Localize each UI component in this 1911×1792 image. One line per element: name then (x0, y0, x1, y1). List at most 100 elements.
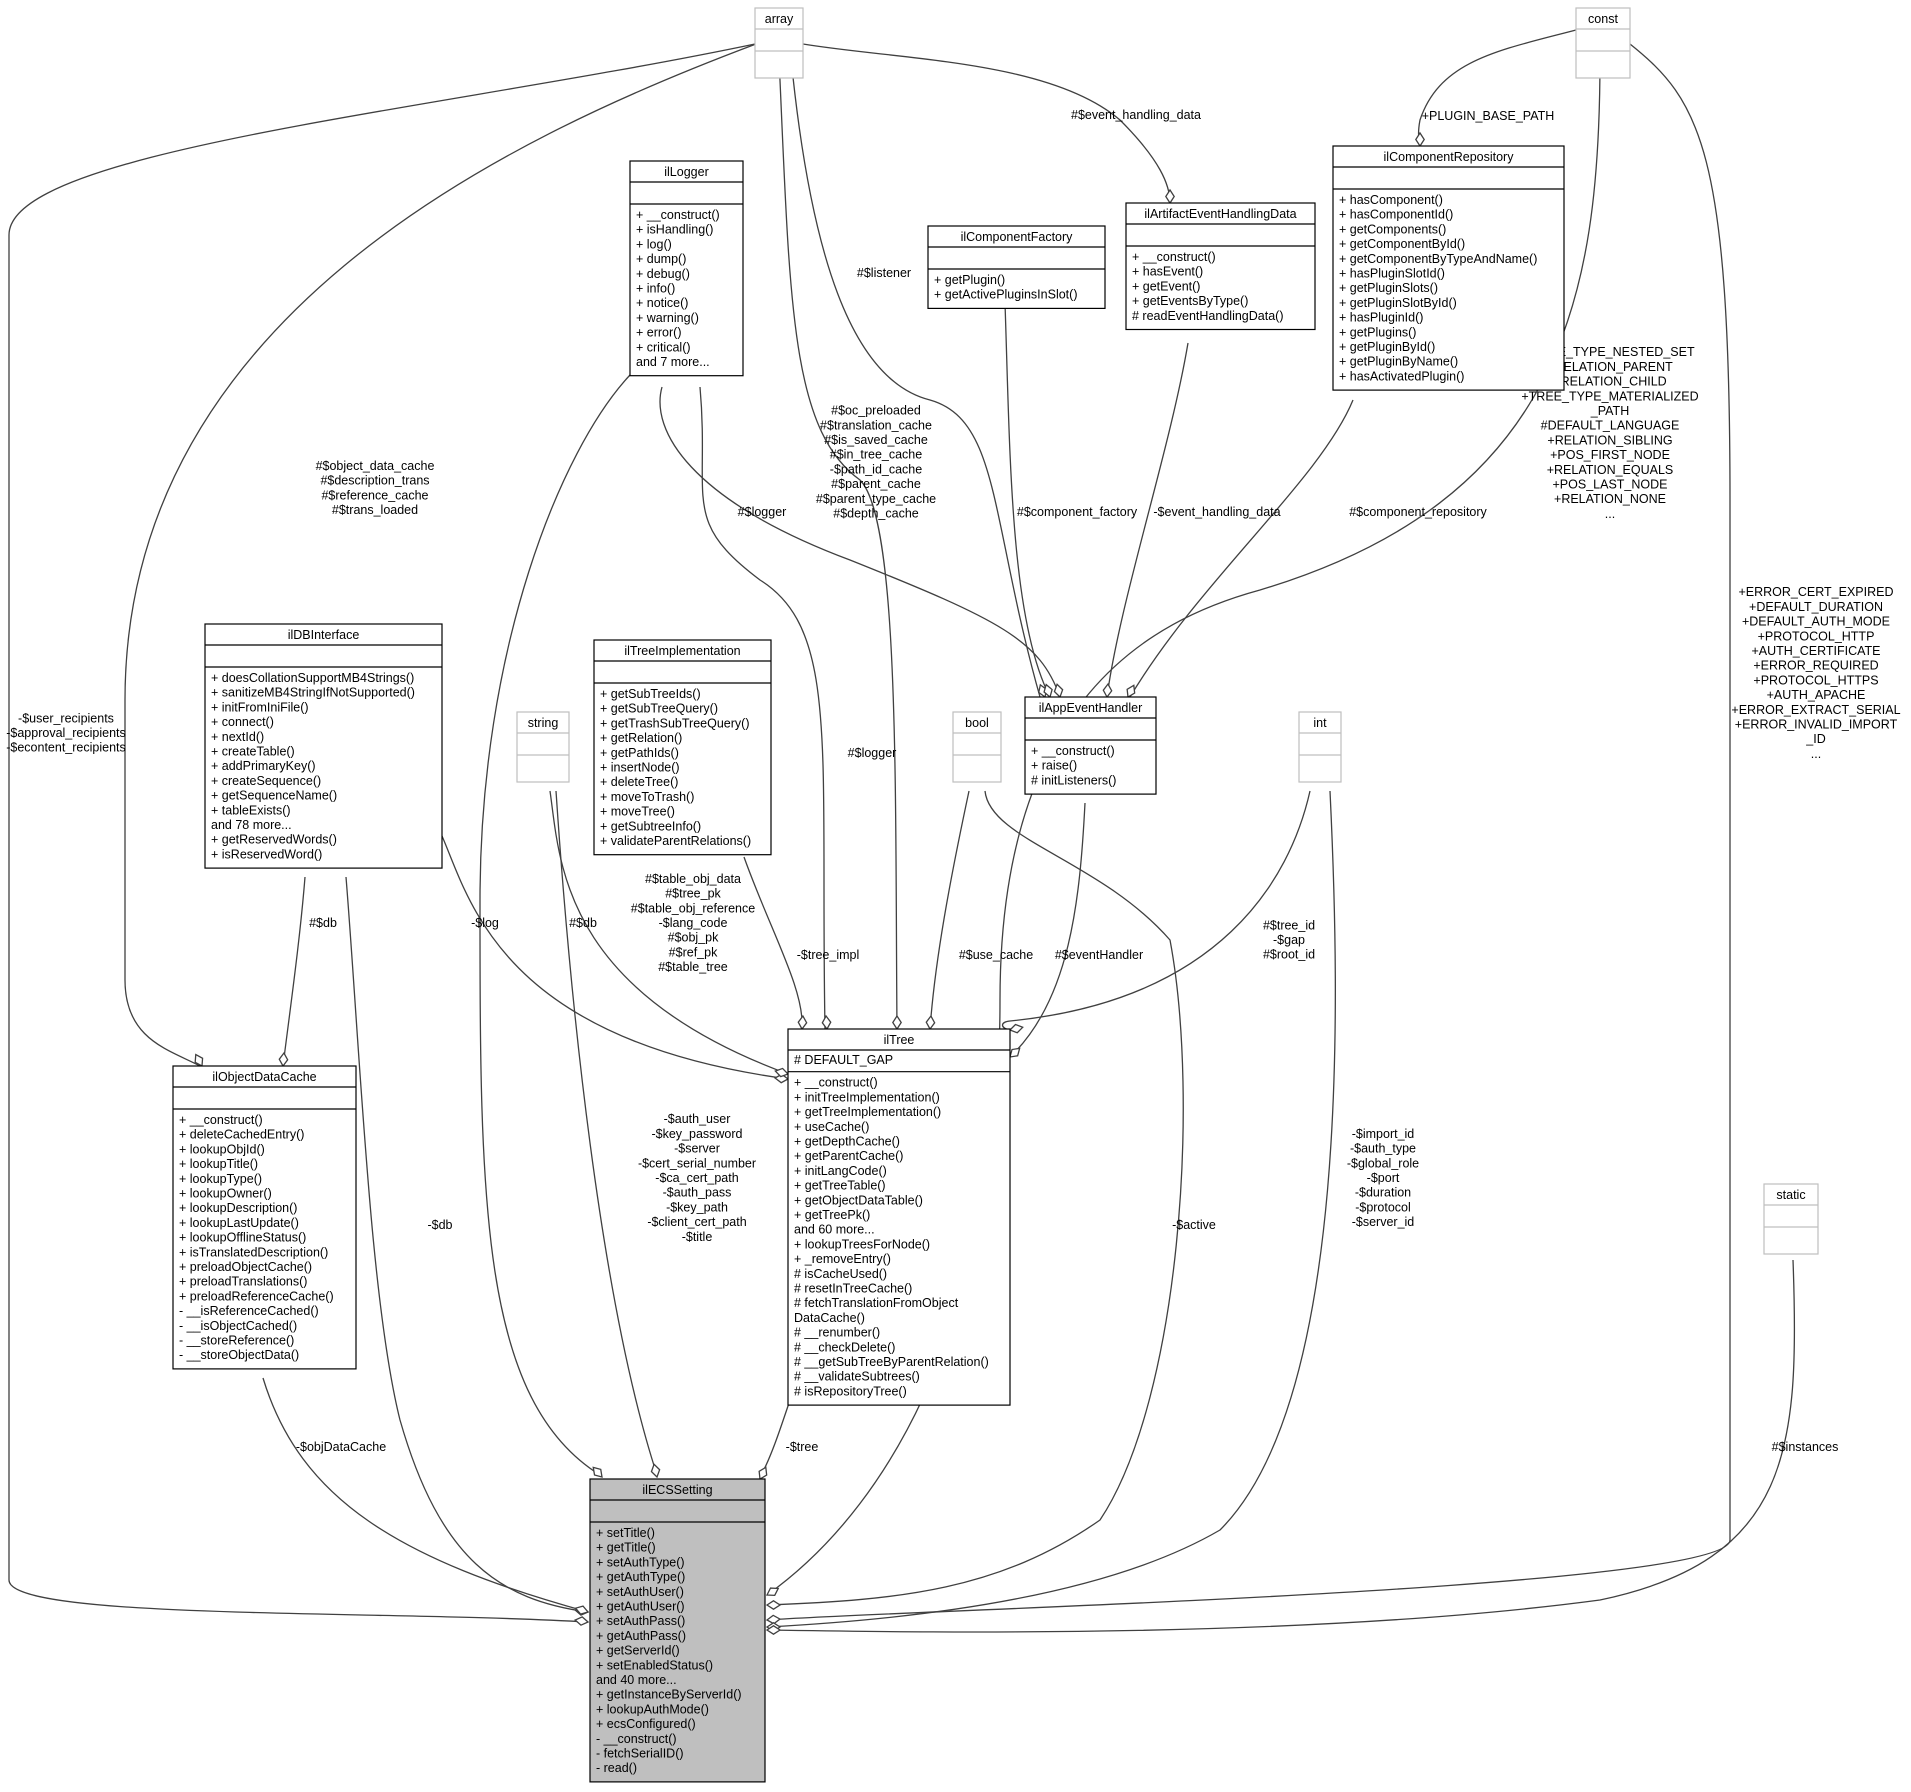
association-line (759, 1399, 791, 1478)
class-method: + notice() (636, 296, 688, 310)
edge-label-line: +TREE_TYPE_NESTED_SET (1525, 345, 1695, 359)
class-method: + tableExists() (211, 803, 291, 817)
edge-label-line: #$logger (848, 746, 897, 760)
association-line (124, 43, 757, 1067)
class-method: + preloadReferenceCache() (179, 1289, 334, 1303)
edge-label-line: #$parent_cache (831, 477, 921, 491)
association-line (778, 57, 898, 1030)
edge-label-line: #$is_saved_cache (824, 433, 928, 447)
class-frame (1332, 145, 1565, 391)
class-method: + getTitle() (596, 1541, 656, 1555)
class-method: + ecsConfigured() (596, 1717, 696, 1731)
class-method: + hasComponent() (1339, 193, 1443, 207)
class-title: ilAppEventHandler (1039, 701, 1143, 715)
aggregation-diamond (278, 1051, 289, 1068)
aggregation-diamond (774, 1067, 790, 1078)
association-line (282, 876, 306, 1067)
class-method: # __validateSubtrees() (794, 1370, 920, 1384)
class-method: # __getSubTreeByParentRelation() (794, 1355, 989, 1369)
class-box-int: int (1298, 711, 1342, 783)
association-line (1417, 29, 1577, 147)
edge-label-line: -$port (1367, 1171, 1400, 1185)
aggregation-diamond (925, 1014, 936, 1031)
edge-label-line: +DEFAULT_DURATION (1749, 600, 1883, 614)
edge-label-line: -$auth_pass (663, 1186, 732, 1200)
edge-label-line: #$table_obj_reference (631, 901, 755, 915)
edge-label-line: +RELATION_NONE (1554, 492, 1666, 506)
class-method: + getPluginSlotById() (1339, 296, 1457, 310)
aggregation-diamond (821, 1014, 832, 1031)
edge-label-line: -$key_path (666, 1200, 728, 1214)
class-method: + getRelation() (600, 731, 682, 745)
edge-label-line: +ERROR_REQUIRED (1753, 659, 1878, 673)
edge-label-line: #$db (309, 916, 337, 930)
class-method: + preloadTranslations() (179, 1275, 307, 1289)
class-method: + isReservedWord() (211, 847, 322, 861)
class-title: ilTreeImplementation (624, 644, 740, 658)
class-frame (1298, 711, 1342, 783)
class-method: + __construct() (794, 1076, 878, 1090)
edge-label-line: #$db (569, 916, 597, 930)
aggregation-diamond (765, 1587, 780, 1597)
class-method: + getSubtreeInfo() (600, 819, 701, 833)
class-method: + lookupOwner() (179, 1187, 272, 1201)
class-method: + getActivePluginsInSlot() (934, 288, 1077, 302)
class-method: and 60 more... (794, 1223, 875, 1237)
class-method: + lookupLastUpdate() (179, 1216, 299, 1230)
class-method: + initLangCode() (794, 1164, 887, 1178)
association-line (1106, 342, 1189, 698)
class-title: ilTree (884, 1033, 915, 1047)
class-method: + getSequenceName() (211, 789, 337, 803)
class-method: + __construct() (1132, 250, 1216, 264)
class-method: + dump() (636, 252, 686, 266)
edge-label-line: #$logger (738, 505, 787, 519)
edge-label-line: -$gap (1273, 933, 1305, 947)
class-title: ilArtifactEventHandlingData (1144, 207, 1296, 221)
edge-label-line: +ERROR_CERT_EXPIRED (1738, 585, 1893, 599)
edge-label-line: -$protocol (1355, 1200, 1411, 1214)
class-title: const (1588, 12, 1618, 26)
class-method: + createSequence() (211, 774, 321, 788)
class-method: + moveToTrash() (600, 790, 694, 804)
class-method: + createTable() (211, 745, 295, 759)
association-line (549, 790, 789, 1075)
class-frame (952, 711, 1002, 783)
class-method: # readEventHandlingData() (1132, 309, 1283, 323)
class-method: + getTreeImplementation() (794, 1105, 941, 1119)
class-box-const: const (1575, 7, 1631, 79)
edge-label-line: #$table_tree (658, 960, 728, 974)
class-method: + getTreePk() (794, 1208, 870, 1222)
class-method: + getPluginByName() (1339, 355, 1458, 369)
edge-label-line: #DEFAULT_LANGUAGE (1541, 419, 1680, 433)
edge-label-line: +AUTH_APACHE (1767, 688, 1866, 702)
class-method: + initFromIniFile() (211, 700, 309, 714)
edge-label-line: -$log (471, 916, 499, 930)
class-method: + lookupTreesForNode() (794, 1237, 930, 1251)
class-method: + getComponents() (1339, 222, 1446, 236)
class-frame (1575, 7, 1631, 79)
edge-label-line: +DEFAULT_AUTH_MODE (1742, 615, 1890, 629)
class-title: ilObjectDataCache (212, 1070, 316, 1084)
class-box-ilArtifactEventHandlingData: ilArtifactEventHandlingData + __construct… (1125, 202, 1316, 331)
class-box-ilAppEventHandler: ilAppEventHandler+ __construct()+ raise(… (1024, 696, 1157, 795)
class-method: - __storeReference() (179, 1334, 294, 1348)
class-method: + hasPluginSlotId() (1339, 267, 1445, 281)
edge-label-line: -$global_role (1347, 1156, 1419, 1170)
class-method: + setAuthPass() (596, 1614, 685, 1628)
class-method: # isCacheUsed() (794, 1267, 887, 1281)
class-method: + debug() (636, 267, 690, 281)
edge-label-line: -$ca_cert_path (655, 1171, 738, 1185)
class-method: + lookupTitle() (179, 1157, 258, 1171)
class-method: + getObjectDataTable() (794, 1193, 923, 1207)
class-method: + __construct() (636, 208, 720, 222)
edge-label-line: -$tree_impl (797, 948, 860, 962)
aggregation-diamond (892, 1014, 902, 1031)
edge-label-line: #$tree_pk (665, 887, 721, 901)
edge-label-line: +POS_FIRST_NODE (1550, 448, 1670, 462)
edge-label-line: +PROTOCOL_HTTP (1758, 629, 1875, 643)
edge-label-line: #$listener (857, 266, 911, 280)
class-method: - __construct() (596, 1732, 677, 1746)
aggregation-diamond (1008, 1023, 1024, 1034)
aggregation-diamond (758, 1466, 768, 1481)
